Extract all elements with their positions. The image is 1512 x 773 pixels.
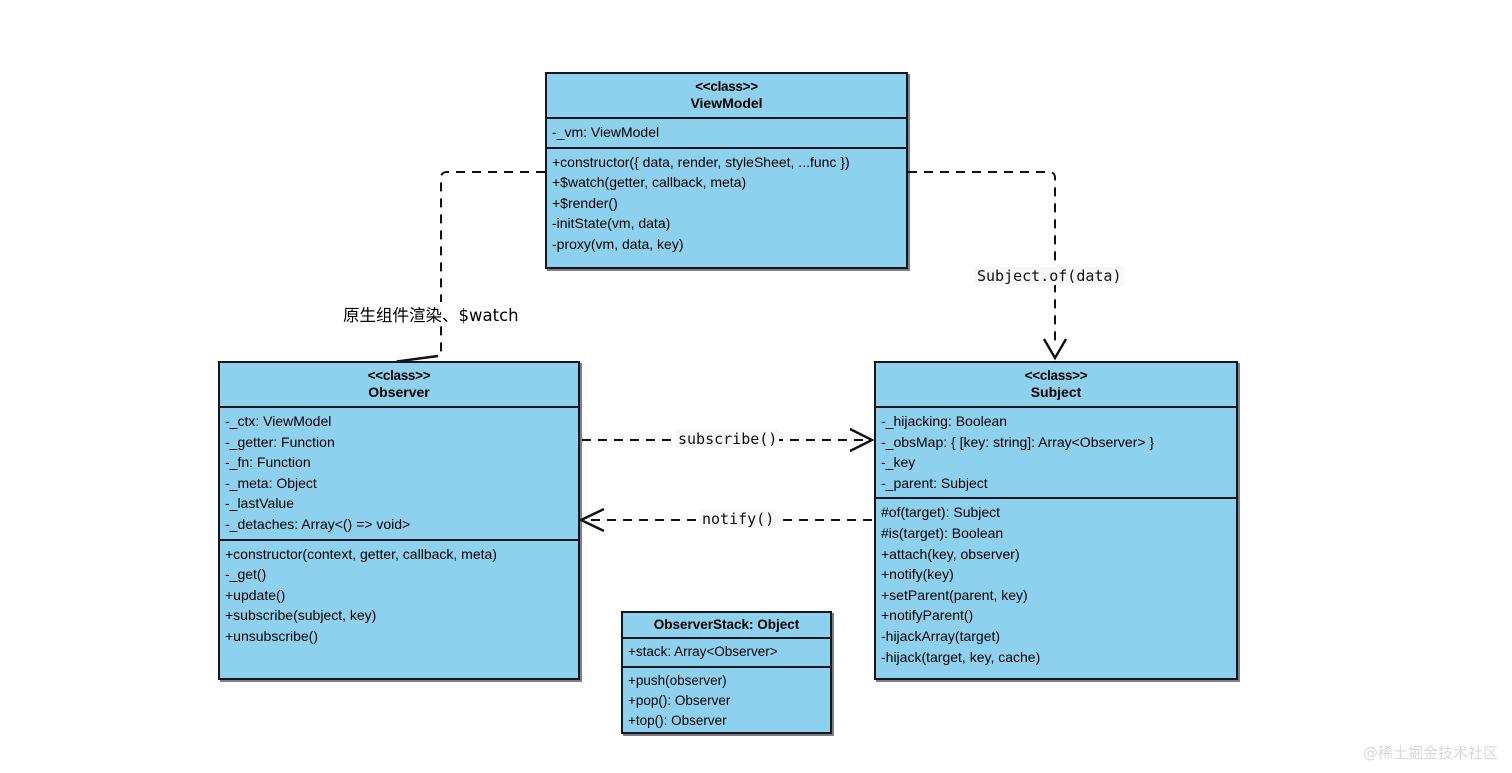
class-box-observerstack[interactable]: ObserverStack: Object +stack: Array<Obse… [621,611,832,734]
class-name: Observer [368,384,430,400]
method-row: #of(target): Subject [881,504,1001,521]
class-stereotype: <<class>> [695,79,758,94]
class-attributes-subject: -_hijacking: Boolean -_obsMap: { [key: s… [876,408,1236,500]
method-row: +notifyParent() [881,607,974,624]
edge-label-subject-to-observer: notify() [700,510,777,528]
class-attributes-observer: -_ctx: ViewModel -_getter: Function -_fn… [220,408,578,541]
attribute-row: +stack: Array<Observer> [628,644,778,659]
attribute-row: -_vm: ViewModel [552,124,660,140]
method-row: -proxy(vm, data, key) [552,235,684,252]
method-row: +constructor(context, getter, callback, … [225,545,497,562]
class-box-observer[interactable]: <<class>> Observer -_ctx: ViewModel -_ge… [218,361,580,680]
edge-viewmodel-to-observer [395,171,545,377]
attribute-row: -_getter: Function [225,433,335,450]
method-row: +subscribe(subject, key) [225,607,377,624]
class-header-subject: <<class>> Subject [876,363,1236,408]
class-header-viewmodel: <<class>> ViewModel [547,74,906,119]
class-attributes-viewmodel: -_vm: ViewModel [547,119,906,149]
method-row: -_get() [225,566,267,583]
method-row: -hijack(target, key, cache) [881,648,1041,665]
method-row: +constructor({ data, render, styleSheet,… [552,153,850,170]
method-row: +$render() [552,194,618,211]
method-row: +update() [225,586,286,603]
class-methods-observer: +constructor(context, getter, callback, … [220,541,578,651]
class-name: Subject [1030,384,1082,400]
method-row: -initState(vm, data) [552,215,671,232]
class-header-observer: <<class>> Observer [220,363,578,408]
class-stereotype: <<class>> [1024,368,1088,383]
method-row: +notify(key) [881,566,954,583]
attribute-row: -_parent: Subject [881,474,988,491]
class-methods-subject: #of(target): Subject #is(target): Boolea… [876,499,1236,671]
attribute-row: -_fn: Function [225,454,311,471]
attribute-row: -_hijacking: Boolean [881,413,1008,429]
edge-label-viewmodel-to-observer: 原生组件渲染、$watch [341,302,521,326]
class-name: ObserverStack: Object [653,617,800,632]
attribute-row: -_meta: Object [225,474,317,491]
method-row: +pop(): Observer [628,693,731,708]
edge-viewmodel-to-subject [908,171,1068,361]
class-header-observerstack: ObserverStack: Object [623,613,830,639]
method-row: +setParent(parent, key) [881,586,1028,603]
class-methods-viewmodel: +constructor({ data, render, styleSheet,… [547,149,906,259]
class-box-subject[interactable]: <<class>> Subject -_hijacking: Boolean -… [874,361,1238,680]
attribute-row: -_detaches: Array<() => void> [225,515,411,532]
method-row: +push(observer) [628,673,727,688]
class-methods-observerstack: +push(observer) +pop(): Observer +top():… [623,668,830,735]
method-row: +$watch(getter, callback, meta) [552,174,747,191]
attribute-row: -_ctx: ViewModel [225,413,332,429]
method-row: +unsubscribe() [225,627,318,644]
edge-label-viewmodel-to-subject: Subject.of(data) [975,267,1124,285]
edge-label-observer-to-subject: subscribe() [676,430,780,448]
attribute-row: -_obsMap: { [key: string]: Array<Observe… [881,433,1155,450]
attribute-row: -_key [881,454,916,471]
method-row: +attach(key, observer) [881,545,1020,562]
attribute-row: -_lastValue [225,495,295,512]
class-attributes-observerstack: +stack: Array<Observer> [623,639,830,668]
class-box-viewmodel[interactable]: <<class>> ViewModel -_vm: ViewModel +con… [545,72,908,269]
watermark: @稀土掘金技术社区 [1362,744,1498,762]
method-row: #is(target): Boolean [881,524,1004,541]
class-name: ViewModel [690,95,763,111]
method-row: +top(): Observer [628,713,727,728]
method-row: -hijackArray(target) [881,627,1001,644]
class-stereotype: <<class>> [367,368,431,383]
